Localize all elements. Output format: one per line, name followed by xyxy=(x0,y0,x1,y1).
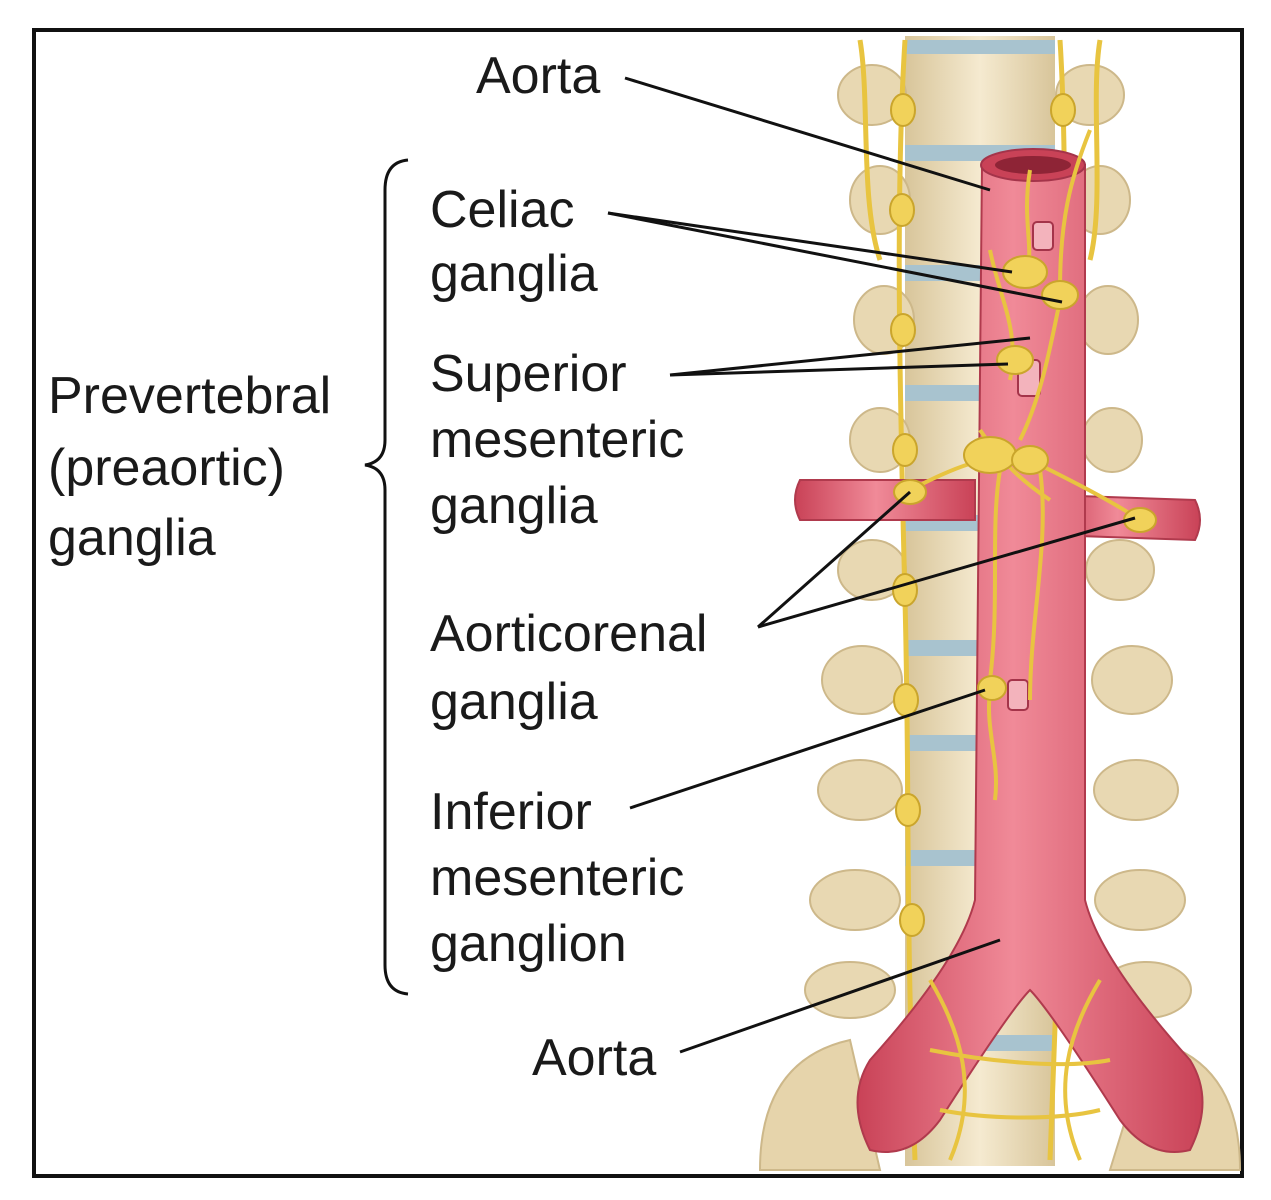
label-aorticorenal-line2: ganglia xyxy=(430,673,598,731)
label-inferior-line1: Inferior xyxy=(430,783,592,841)
label-prevertebral-line2: (preaortic) xyxy=(48,439,285,497)
leader-superior-a xyxy=(669,336,1031,377)
leader-aorticorenal-b xyxy=(757,516,1136,629)
label-celiac-line2: ganglia xyxy=(430,245,598,303)
arterial-branch-stubs xyxy=(1007,221,1054,711)
label-prevertebral-line1: Prevertebral xyxy=(48,367,332,425)
label-aorticorenal-line1: Aorticorenal xyxy=(430,605,708,663)
leader-superior-b xyxy=(669,362,1009,377)
prevertebral-brace xyxy=(364,158,409,996)
label-prevertebral-line3: ganglia xyxy=(48,509,216,567)
leader-lines xyxy=(607,76,1136,1054)
leader-aorticorenal-a xyxy=(757,490,911,629)
label-aorta-top: Aorta xyxy=(476,47,601,105)
label-inferior-line3: ganglion xyxy=(430,915,627,973)
leader-aorta-bottom xyxy=(679,938,1001,1054)
label-superior-line3: ganglia xyxy=(430,477,598,535)
label-superior-line1: Superior xyxy=(430,345,627,403)
label-celiac-line1: Celiac xyxy=(430,181,575,239)
leader-inferior xyxy=(629,688,986,810)
prevertebral-ganglia xyxy=(893,255,1157,701)
label-superior-line2: mesenteric xyxy=(430,411,685,469)
label-inferior-line2: mesenteric xyxy=(430,849,685,907)
leader-celiac-a xyxy=(607,211,1013,274)
renal-arteries xyxy=(794,479,1201,542)
label-aorta-bottom: Aorta xyxy=(532,1029,657,1087)
leader-aorta-top xyxy=(624,76,991,192)
leader-celiac-b xyxy=(607,211,1063,304)
